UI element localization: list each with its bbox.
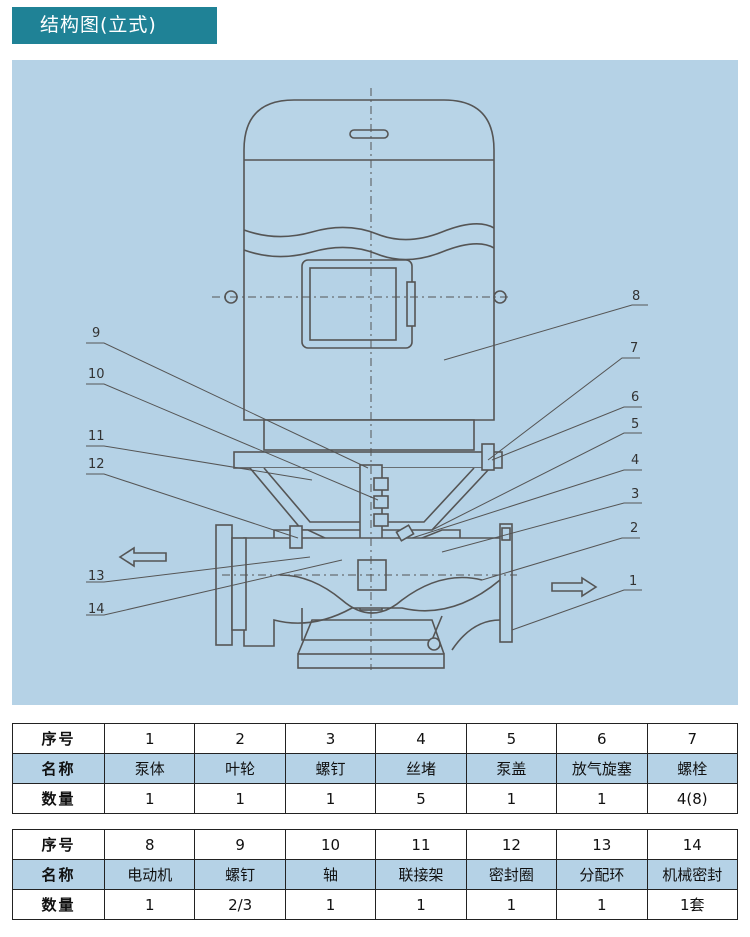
callout-1: 1 [629,574,637,589]
part-qty: 1套 [646,889,739,920]
row-header-number: 序号 [12,723,105,754]
part-qty: 1 [284,889,377,920]
part-qty: 5 [375,783,467,814]
table-row: 序号 8 9 10 11 12 13 14 [12,829,739,860]
part-name: 联接架 [375,859,467,890]
part-name: 电动机 [103,859,196,890]
part-name: 叶轮 [194,753,286,784]
table-row: 序号 1 2 3 4 5 6 7 [12,723,739,754]
pump-body [215,523,513,669]
part-qty: 1 [375,889,467,920]
callout-8: 8 [632,289,640,304]
part-number: 3 [284,723,377,754]
part-name: 轴 [284,859,377,890]
part-name: 机械密封 [646,859,739,890]
part-qty: 2/3 [194,889,286,920]
part-number: 14 [646,829,739,860]
callout-13: 13 [88,569,105,584]
part-qty: 1 [103,783,196,814]
pump-drawing-svg: 1 2 3 4 5 6 7 8 9 10 11 12 13 14 [86,88,648,670]
row-header-qty: 数量 [12,889,105,920]
pump-structure-drawing: 1 2 3 4 5 6 7 8 9 10 11 12 13 14 [12,60,738,705]
callout-12: 12 [88,457,105,472]
part-number: 13 [556,829,648,860]
callout-10: 10 [88,367,105,382]
part-qty: 1 [465,889,558,920]
part-qty: 1 [284,783,377,814]
part-number: 11 [375,829,467,860]
table-row: 数量 1 2/3 1 1 1 1 1套 [12,889,739,920]
part-name: 螺钉 [284,753,377,784]
part-qty: 1 [556,783,648,814]
row-header-name: 名称 [12,753,105,784]
callout-14: 14 [88,602,105,617]
callout-9: 9 [92,326,100,341]
part-name: 泵体 [103,753,196,784]
part-number: 10 [284,829,377,860]
row-header-number: 序号 [12,829,105,860]
part-number: 5 [465,723,558,754]
part-qty: 1 [556,889,648,920]
table-row: 数量 1 1 1 5 1 1 4(8) [12,783,739,814]
part-qty: 1 [103,889,196,920]
part-name: 螺钉 [194,859,286,890]
row-header-name: 名称 [12,859,105,890]
callout-4: 4 [631,453,639,468]
leader-lines [86,304,648,631]
callout-labels: 1 2 3 4 5 6 7 8 9 10 11 12 13 14 [88,289,640,617]
parts-table-1: 序号 1 2 3 4 5 6 7 名称 泵体 叶轮 螺钉 丝堵 泵盖 放气旋塞 … [12,723,739,814]
part-qty: 1 [465,783,558,814]
motor [224,99,507,451]
row-header-qty: 数量 [12,783,105,814]
callout-6: 6 [631,390,639,405]
part-name: 泵盖 [465,753,558,784]
part-number: 9 [194,829,286,860]
part-number: 12 [465,829,558,860]
part-name: 放气旋塞 [556,753,648,784]
part-qty: 1 [194,783,286,814]
callout-5: 5 [631,417,639,432]
part-name: 螺栓 [646,753,739,784]
callout-7: 7 [630,341,638,356]
table-row: 名称 电动机 螺钉 轴 联接架 密封圈 分配环 机械密封 [12,859,739,890]
callout-2: 2 [630,521,638,536]
callout-11: 11 [88,429,105,444]
section-title: 结构图(立式) [12,7,217,44]
part-number: 6 [556,723,648,754]
part-number: 7 [646,723,739,754]
part-number: 4 [375,723,467,754]
part-number: 1 [103,723,196,754]
callout-3: 3 [631,487,639,502]
part-name: 密封圈 [465,859,558,890]
flow-arrows [118,546,598,598]
part-name: 丝堵 [375,753,467,784]
part-name: 分配环 [556,859,648,890]
part-number: 8 [103,829,196,860]
parts-table-2: 序号 8 9 10 11 12 13 14 名称 电动机 螺钉 轴 联接架 密封… [12,829,739,920]
table-row: 名称 泵体 叶轮 螺钉 丝堵 泵盖 放气旋塞 螺栓 [12,753,739,784]
part-qty: 4(8) [646,783,739,814]
part-number: 2 [194,723,286,754]
